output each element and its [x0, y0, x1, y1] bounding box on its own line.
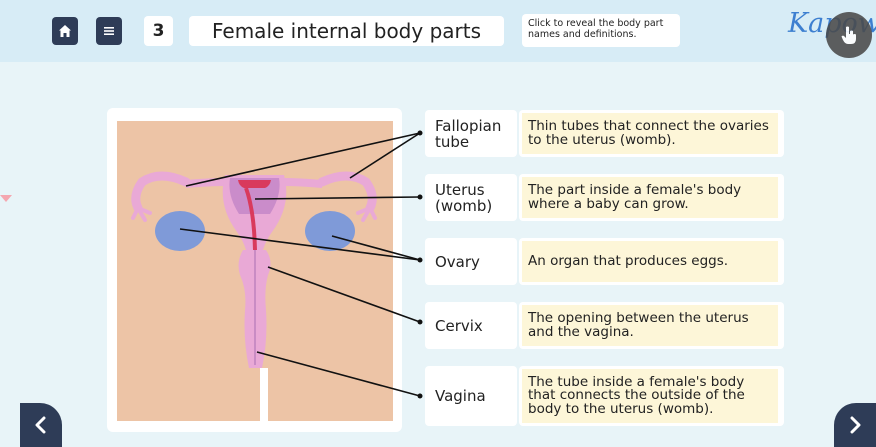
definition-uterus[interactable]: The part inside a female's body where a … [519, 174, 784, 221]
definition-text: Thin tubes that connect the ovaries to t… [522, 113, 778, 154]
definition-text: An organ that produces eggs. [522, 241, 778, 282]
definition-ovary[interactable]: An organ that produces eggs. [519, 238, 784, 285]
chevron-left-icon [33, 416, 49, 434]
next-slide-button[interactable] [834, 403, 876, 447]
definition-text: The opening between the uterus and the v… [522, 305, 778, 346]
chevron-right-icon [847, 416, 863, 434]
definition-text: The part inside a female's body where a … [522, 177, 778, 218]
label-uterus[interactable]: Uterus (womb) [425, 174, 517, 221]
previous-slide-button[interactable] [20, 403, 62, 447]
label-vagina[interactable]: Vagina [425, 366, 517, 426]
label-fallopian-tube[interactable]: Fallopian tube [425, 110, 517, 157]
definition-vagina[interactable]: The tube inside a female's body that con… [519, 366, 784, 426]
definition-fallopian-tube[interactable]: Thin tubes that connect the ovaries to t… [519, 110, 784, 157]
label-ovary[interactable]: Ovary [425, 238, 517, 285]
definition-text: The tube inside a female's body that con… [522, 369, 778, 423]
definition-cervix[interactable]: The opening between the uterus and the v… [519, 302, 784, 349]
label-cervix[interactable]: Cervix [425, 302, 517, 349]
